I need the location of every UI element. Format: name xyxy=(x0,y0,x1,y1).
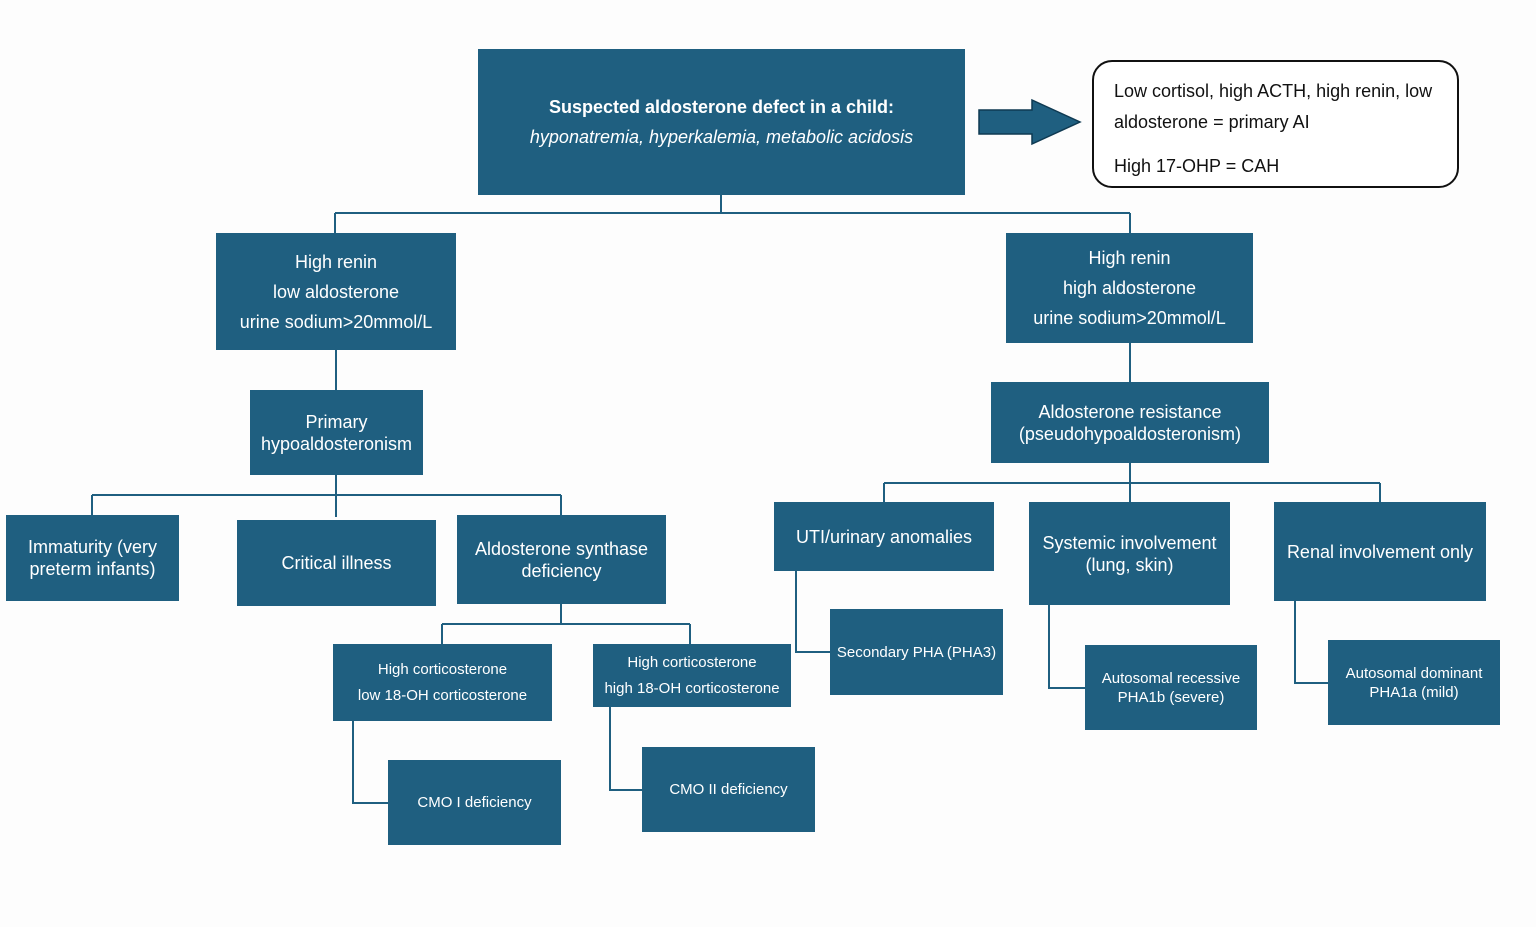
pha1a-box: Autosomal dominant PHA1a (mild) xyxy=(1328,640,1500,725)
pha1a-line: Autosomal dominant xyxy=(1345,664,1483,682)
synthase-line: Aldosterone synthase xyxy=(474,538,649,559)
immaturity-line: preterm infants) xyxy=(29,559,156,579)
renal-label: Renal involvement only xyxy=(1286,541,1474,562)
cmo2-deficiency-box: CMO II deficiency xyxy=(642,747,815,832)
cmo1-labs-line: High corticosterone xyxy=(377,660,508,678)
resistance-line: Aldosterone resistance xyxy=(1038,401,1222,422)
cmo1-labs-box: High corticosterone low 18-OH corticoste… xyxy=(333,644,552,721)
connector-synthase xyxy=(441,604,691,644)
connector-pha3 xyxy=(795,571,830,653)
pha1b-line: PHA1b (severe) xyxy=(1117,688,1225,706)
connector-cmo2 xyxy=(609,707,642,791)
systemic-line: (lung, skin) xyxy=(1085,554,1174,575)
primary-line: Primary xyxy=(305,411,368,432)
right-labs-line: high aldosterone xyxy=(1062,278,1197,298)
cmo1-labs-line: low 18-OH corticosterone xyxy=(357,686,528,704)
uti-label: UTI/urinary anomalies xyxy=(795,526,973,547)
connector-cmo1 xyxy=(352,721,388,804)
uti-box: UTI/urinary anomalies xyxy=(774,502,994,571)
pha1a-line: PHA1a (mild) xyxy=(1369,683,1459,701)
cmo1-deficiency-label: CMO I deficiency xyxy=(417,794,532,811)
pha1b-box: Autosomal recessive PHA1b (severe) xyxy=(1085,645,1257,730)
critical-illness-label: Critical illness xyxy=(281,553,392,573)
right-labs-line: urine sodium>20mmol/L xyxy=(1033,308,1226,328)
aldosterone-synthase-box: Aldosterone synthase deficiency xyxy=(457,515,666,604)
cmo2-labs-line: High corticosterone xyxy=(627,653,757,671)
connector-right-causes xyxy=(883,463,1381,502)
systemic-involvement-box: Systemic involvement (lung, skin) xyxy=(1029,502,1230,605)
critical-illness-box: Critical illness xyxy=(237,520,436,606)
immaturity-box: Immaturity (very preterm infants) xyxy=(6,515,179,601)
aldosterone-resistance-box: Aldosterone resistance (pseudohypoaldost… xyxy=(991,382,1269,463)
left-labs-box: High renin low aldosterone urine sodium>… xyxy=(216,233,456,350)
cmo1-deficiency-box: CMO I deficiency xyxy=(388,760,561,845)
left-labs-line: urine sodium>20mmol/L xyxy=(239,311,433,332)
right-arrow xyxy=(978,98,1082,146)
cmo2-labs-line: high 18-OH corticosterone xyxy=(604,679,780,697)
right-labs-box: High renin high aldosterone urine sodium… xyxy=(1006,233,1253,343)
primary-hypoaldosteronism-box: Primary hypoaldosteronism xyxy=(250,390,423,475)
cmo2-deficiency-label: CMO II deficiency xyxy=(669,781,788,798)
synthase-line: deficiency xyxy=(521,560,602,581)
pha1b-line: Autosomal recessive xyxy=(1101,669,1241,687)
connector-root xyxy=(334,195,1131,233)
note-line-2: High 17-OHP = CAH xyxy=(1114,156,1280,176)
secondary-pha-box: Secondary PHA (PHA3) xyxy=(830,609,1003,695)
primary-line: hypoaldosteronism xyxy=(260,433,413,454)
connector-pha1a xyxy=(1294,601,1328,684)
left-labs-line: low aldosterone xyxy=(272,281,400,302)
resistance-line: (pseudohypoaldosteronism) xyxy=(1018,423,1242,444)
root-subtitle: hyponatremia, hyperkalemia, metabolic ac… xyxy=(529,127,914,147)
root-title: Suspected aldosterone defect in a child: xyxy=(548,97,895,117)
secondary-pha-label: Secondary PHA (PHA3) xyxy=(836,643,997,661)
immaturity-line: Immaturity (very xyxy=(27,537,157,557)
cmo2-labs-box: High corticosterone high 18-OH corticost… xyxy=(593,644,791,707)
connector-left-causes xyxy=(91,475,562,517)
note-line-1: Low cortisol, high ACTH, high renin, low… xyxy=(1114,81,1433,132)
systemic-line: Systemic involvement xyxy=(1042,532,1217,553)
connector-pha1b xyxy=(1048,605,1085,689)
right-labs-line: High renin xyxy=(1088,248,1171,268)
note-box: Low cortisol, high ACTH, high renin, low… xyxy=(1092,60,1459,188)
renal-involvement-box: Renal involvement only xyxy=(1274,502,1486,601)
root-box: Suspected aldosterone defect in a child:… xyxy=(478,49,965,195)
left-labs-line: High renin xyxy=(294,251,378,272)
